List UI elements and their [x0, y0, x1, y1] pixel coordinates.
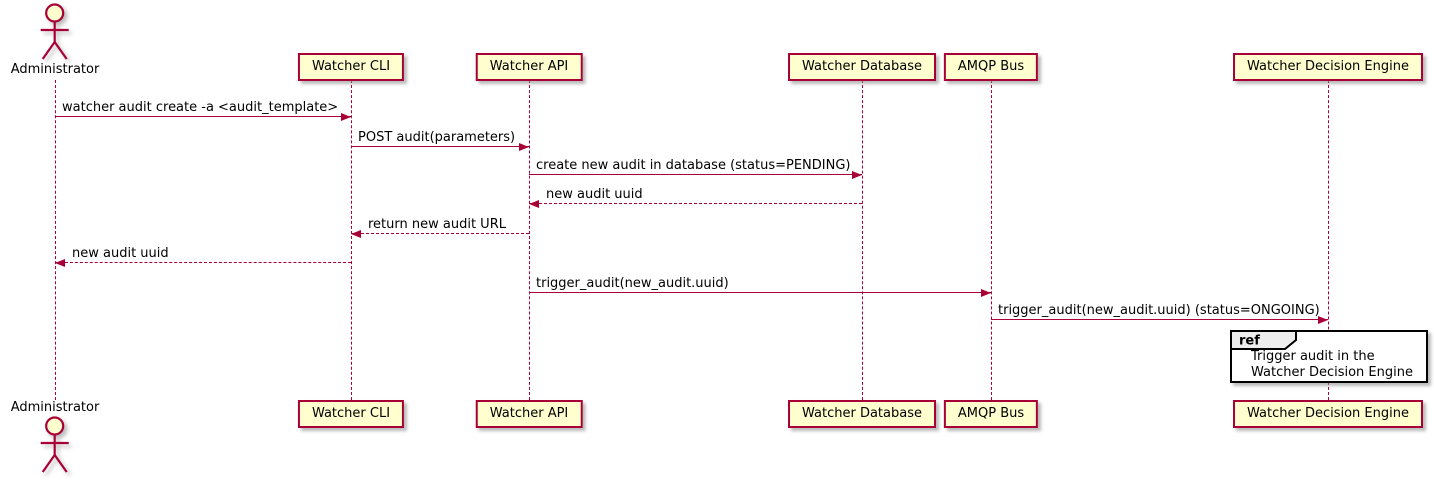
message-8-amqp-bus-to-watcher-decision-engine: trigger_audit(new_audit.uuid) (status=ON…	[991, 302, 1328, 324]
message-3-watcher-api-to-watcher-database: create new audit in database (status=PEN…	[529, 157, 862, 179]
message-7-watcher-api-to-amqp-bus: trigger_audit(new_audit.uuid)	[529, 275, 991, 297]
participant-label: Watcher API	[489, 59, 569, 74]
arrowhead-icon	[981, 289, 991, 297]
message-line	[991, 319, 1328, 320]
participant-watcher-decision-engine-top: Watcher Decision Engine	[1233, 53, 1423, 81]
ref-text-line-2: Watcher Decision Engine	[1251, 365, 1413, 380]
message-label: trigger_audit(new_audit.uuid)	[536, 276, 729, 291]
participant-watcher-database-top: Watcher Database	[788, 53, 936, 81]
message-label: new audit uuid	[72, 246, 169, 261]
participant-watcher-api-top: Watcher API	[475, 53, 583, 81]
participant-amqp-bus-top: AMQP Bus	[943, 53, 1039, 81]
message-4-watcher-database-to-watcher-api: new audit uuid	[529, 186, 862, 208]
participant-label: Watcher CLI	[311, 406, 391, 421]
arrowhead-icon	[852, 171, 862, 179]
participant-label: AMQP Bus	[957, 406, 1025, 421]
message-line	[55, 262, 351, 263]
message-line	[529, 292, 991, 293]
participant-watcher-api-bottom: Watcher API	[475, 400, 583, 428]
participant-label: Watcher Database	[802, 59, 922, 74]
message-label: new audit uuid	[546, 187, 643, 202]
message-5-watcher-api-to-watcher-cli: return new audit URL	[351, 216, 529, 238]
lifeline-administrator	[54, 80, 56, 400]
actor-administrator-top: Administrator	[10, 2, 100, 77]
message-label: create new audit in database (status=PEN…	[536, 158, 851, 173]
arrowhead-icon	[351, 230, 361, 238]
actor-label: Administrator	[10, 400, 100, 415]
arrowhead-icon	[529, 200, 539, 208]
lifeline-watcher-decision-engine	[1327, 80, 1329, 400]
participant-watcher-decision-engine-bottom: Watcher Decision Engine	[1233, 400, 1423, 428]
lifeline-amqp-bus	[990, 80, 992, 400]
ref-body-text: Trigger audit in the Watcher Decision En…	[1251, 349, 1413, 381]
participant-label: Watcher CLI	[311, 59, 391, 74]
message-line	[529, 203, 862, 204]
arrowhead-icon	[341, 113, 351, 121]
message-label: watcher audit create -a <audit_template>	[62, 100, 339, 115]
message-line	[529, 174, 862, 175]
participant-watcher-cli-bottom: Watcher CLI	[297, 400, 405, 428]
participant-watcher-database-bottom: Watcher Database	[788, 400, 936, 428]
message-line	[55, 116, 351, 117]
participant-amqp-bus-bottom: AMQP Bus	[943, 400, 1039, 428]
message-line	[351, 146, 529, 147]
participant-label: Watcher Decision Engine	[1247, 406, 1409, 421]
participant-label: AMQP Bus	[957, 59, 1025, 74]
lifeline-watcher-cli	[350, 80, 352, 400]
arrowhead-icon	[519, 143, 529, 151]
message-2-watcher-cli-to-watcher-api: POST audit(parameters)	[351, 129, 529, 151]
ref-fragment: ref Trigger audit in the Watcher Decisio…	[1230, 330, 1428, 383]
actor-label: Administrator	[10, 62, 100, 77]
lifeline-watcher-database	[861, 80, 863, 400]
message-label: POST audit(parameters)	[358, 130, 516, 145]
actor-stick-figure-icon	[41, 3, 69, 60]
message-label: trigger_audit(new_audit.uuid) (status=ON…	[998, 303, 1320, 318]
participant-label: Watcher Decision Engine	[1247, 59, 1409, 74]
ref-keyword-label: ref	[1239, 334, 1260, 349]
arrowhead-icon	[55, 259, 65, 267]
ref-text-line-1: Trigger audit in the	[1251, 349, 1375, 364]
arrowhead-icon	[1318, 316, 1328, 324]
actor-stick-figure-icon	[41, 416, 69, 473]
message-line	[351, 233, 529, 234]
message-1-administrator-to-watcher-cli: watcher audit create -a <audit_template>	[55, 99, 351, 121]
ref-keyword-tag: ref	[1230, 330, 1297, 350]
message-6-watcher-cli-to-administrator: new audit uuid	[55, 245, 351, 267]
participant-label: Watcher Database	[802, 406, 922, 421]
actor-administrator-bottom: Administrator	[10, 400, 100, 475]
message-label: return new audit URL	[368, 217, 506, 232]
lifeline-watcher-api	[528, 80, 530, 400]
participant-label: Watcher API	[489, 406, 569, 421]
participant-watcher-cli-top: Watcher CLI	[297, 53, 405, 81]
